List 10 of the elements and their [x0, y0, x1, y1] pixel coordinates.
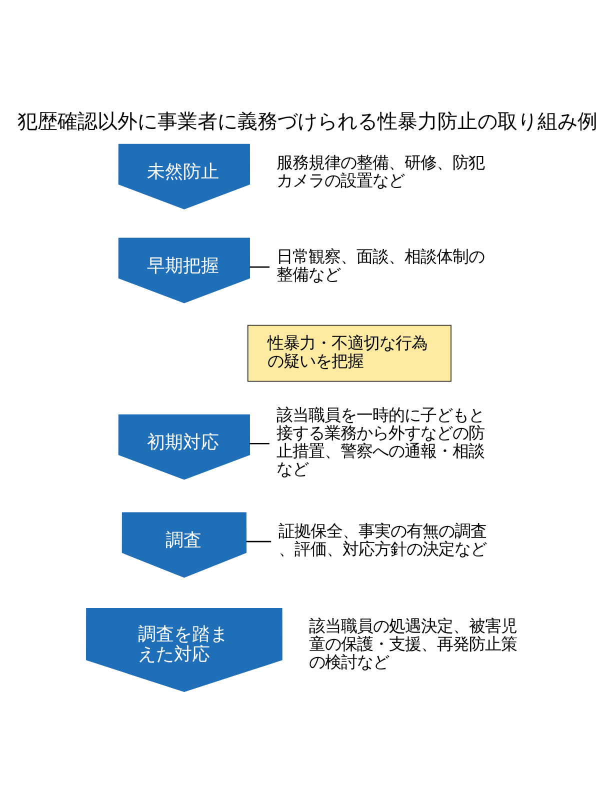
node-text: 日常観察、面談、相談体制の整備など	[276, 247, 485, 284]
connector	[246, 540, 272, 542]
diagram-title: 犯歴確認以外に事業者に義務づけられる性暴力防止の取り組み例	[18, 110, 598, 134]
node-box: 性暴力・不適切な行為の疑いを把握	[247, 324, 452, 382]
connector	[250, 266, 270, 268]
node-label: 服務規律の整備、研修、防犯カメラの設置など	[276, 153, 485, 190]
connector	[249, 442, 270, 444]
node-label: 該当職員の処遇決定、被害児童の保護・支援、再発防止策の検討など	[309, 616, 518, 672]
node-text: 証拠保全、事実の有無の調査、評価、対応方針の決定など	[278, 522, 487, 559]
node-text: 該当職員を一時的に子どもと接する業務から外すなどの防止措置、警察への通報・相談など	[276, 406, 485, 479]
